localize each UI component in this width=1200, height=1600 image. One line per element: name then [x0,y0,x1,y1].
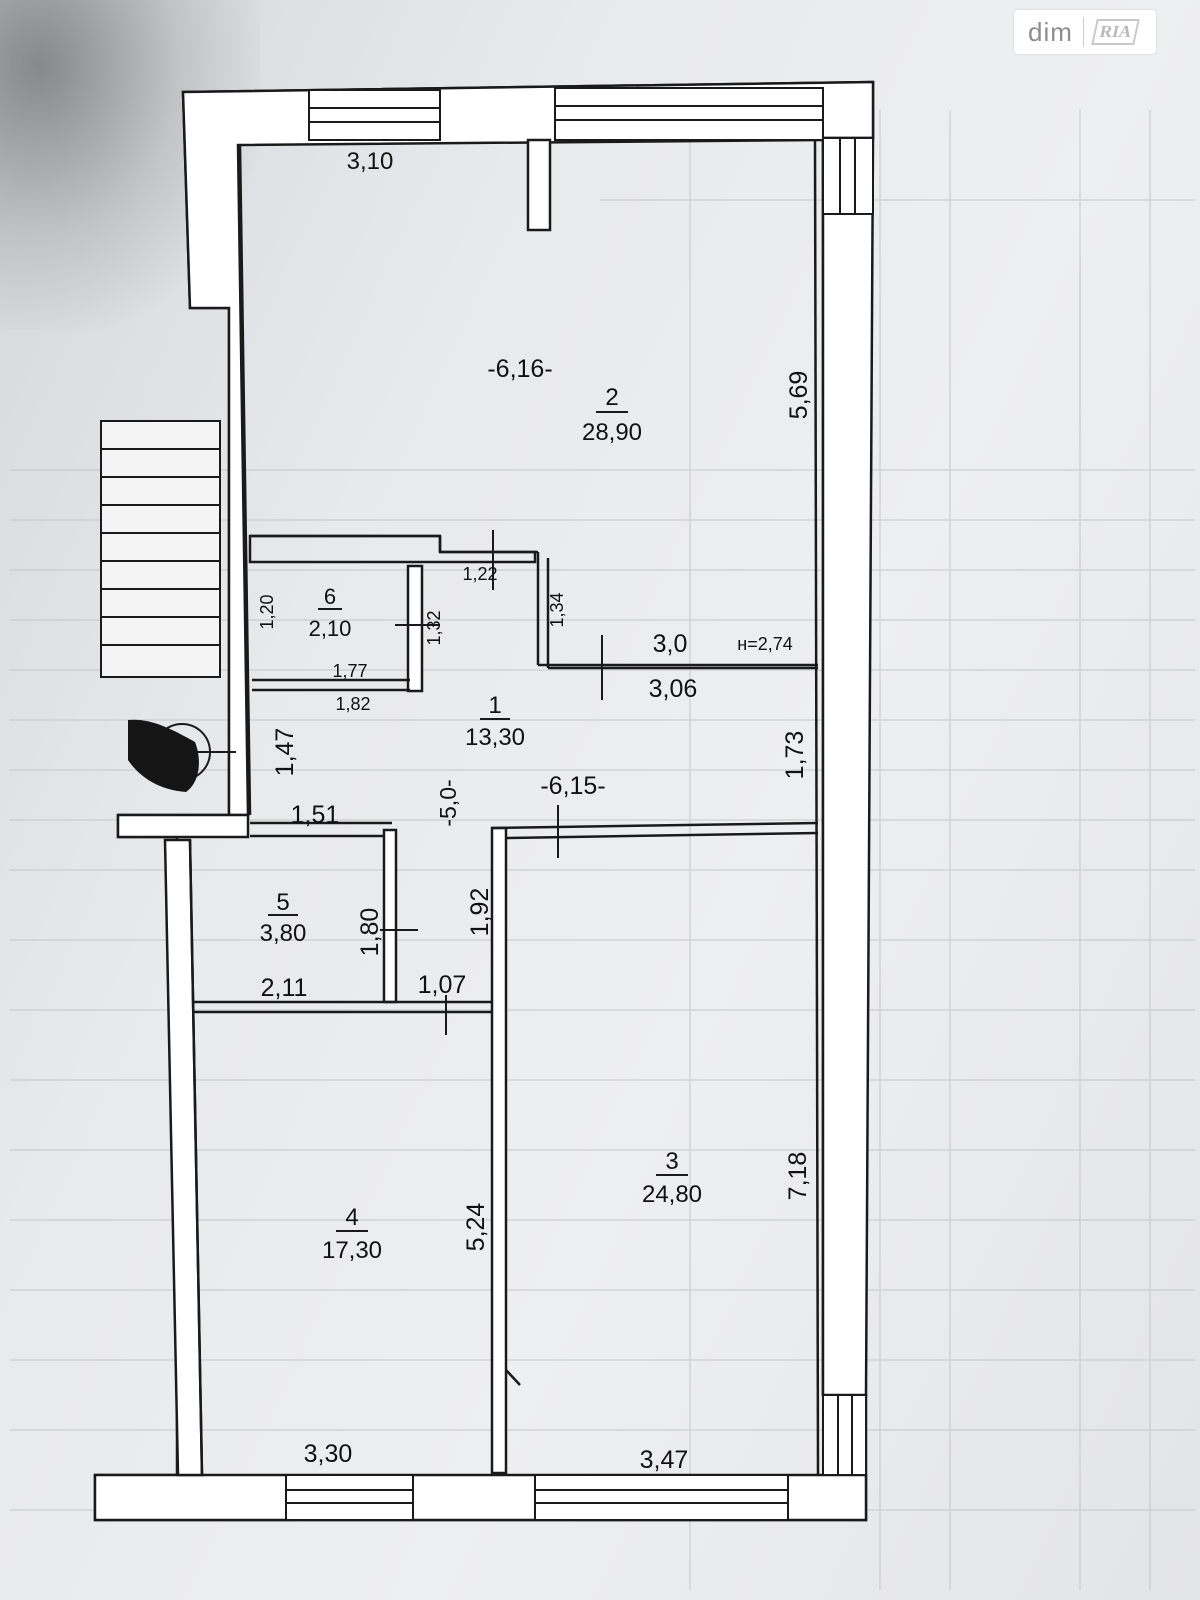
windows [285,87,874,1521]
room-6-area: 2,10 [309,616,352,641]
room-4-number: 4 [345,1204,358,1231]
dim-1-82: 1,82 [335,694,370,714]
ceiling-height: н=2,74 [737,634,793,654]
dim-7-18: 7,18 [784,1152,812,1201]
dim-3-47: 3,47 [640,1446,689,1474]
dim-1-07: 1,07 [418,971,467,999]
watermark-partner-logo: RIA [1091,19,1140,45]
background-table-grid [10,110,1195,1590]
dim-1-47: 1,47 [271,728,299,777]
watermark-brand: dim [1028,16,1073,47]
labels: 2 28,90 6 2,10 1 13,30 5 3,80 3 24,80 4 … [257,148,813,1474]
room-4-area: 17,30 [322,1237,382,1264]
dim-5-69: 5,69 [785,371,813,420]
dim-1-77: 1,77 [332,661,367,681]
room-3-number: 3 [665,1148,678,1175]
dim-5-0: -5,0- [435,779,461,826]
dim-3-10: 3,10 [347,148,394,175]
walls [93,80,875,1522]
partitions [192,138,819,1475]
door-marks [380,530,603,1035]
room-2-number: 2 [605,384,618,411]
dim-3-30: 3,30 [304,1440,353,1468]
dim-1-51: 1,51 [291,801,340,829]
room-1-number: 1 [488,692,501,719]
dim-5-24: 5,24 [462,1203,490,1252]
dim-1-73: 1,73 [781,731,809,780]
room-2-area: 28,90 [582,419,642,446]
room-5-area: 3,80 [260,920,307,947]
room-5-number: 5 [276,889,289,916]
dim-1-22: 1,22 [462,564,497,584]
room-6-number: 6 [324,584,336,609]
dim-1-80: 1,80 [356,908,384,957]
dim-6-16: -6,16- [487,355,552,383]
watermark-divider [1082,17,1084,47]
dim-3-0: 3,0 [653,630,688,658]
dim-ria-watermark: dim RIA [1014,10,1156,54]
dim-1-20: 1,20 [257,594,277,629]
dim-2-11: 2,11 [261,974,308,1002]
staircase [100,420,221,678]
room-3-area: 24,80 [642,1181,702,1208]
dim-3-06: 3,06 [649,675,698,703]
compass-mark [128,719,236,792]
dim-1-32: 1,32 [424,610,444,645]
room-1-area: 13,30 [465,724,525,751]
dim-1-92: 1,92 [466,888,494,937]
dim-6-15: -6,15- [540,772,605,800]
dim-1-34: 1,34 [547,592,567,627]
